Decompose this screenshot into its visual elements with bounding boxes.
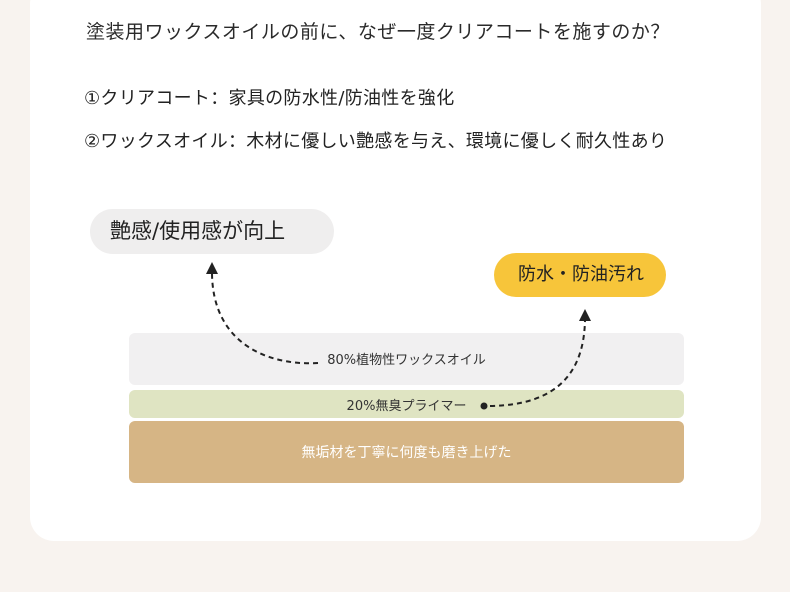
point-wax-oil: ②ワックスオイル：木材に優しい艶感を与え、環境に優しく耐久性あり bbox=[84, 131, 668, 152]
gloss-badge: 艶感/使用感が向上 bbox=[90, 209, 334, 254]
primer-layer-label: 20%無臭プライマー bbox=[346, 399, 467, 414]
wood-layer-label: 無垢材を丁寧に何度も磨き上げた bbox=[301, 445, 512, 461]
oil-layer-label: 80%植物性ワックスオイル bbox=[327, 353, 486, 368]
question-heading: 塗装用ワックスオイルの前に、なぜ一度クリアコートを施すのか？ bbox=[86, 21, 670, 43]
wood-layer: 無垢材を丁寧に何度も磨き上げた bbox=[129, 421, 684, 483]
primer-layer: 20%無臭プライマー bbox=[129, 390, 684, 418]
waterproof-badge: 防水・防油汚れ bbox=[494, 253, 666, 297]
oil-layer: 80%植物性ワックスオイル bbox=[129, 333, 684, 385]
point-clear-coat: ①クリアコート：家具の防水性/防油性を強化 bbox=[84, 88, 455, 109]
